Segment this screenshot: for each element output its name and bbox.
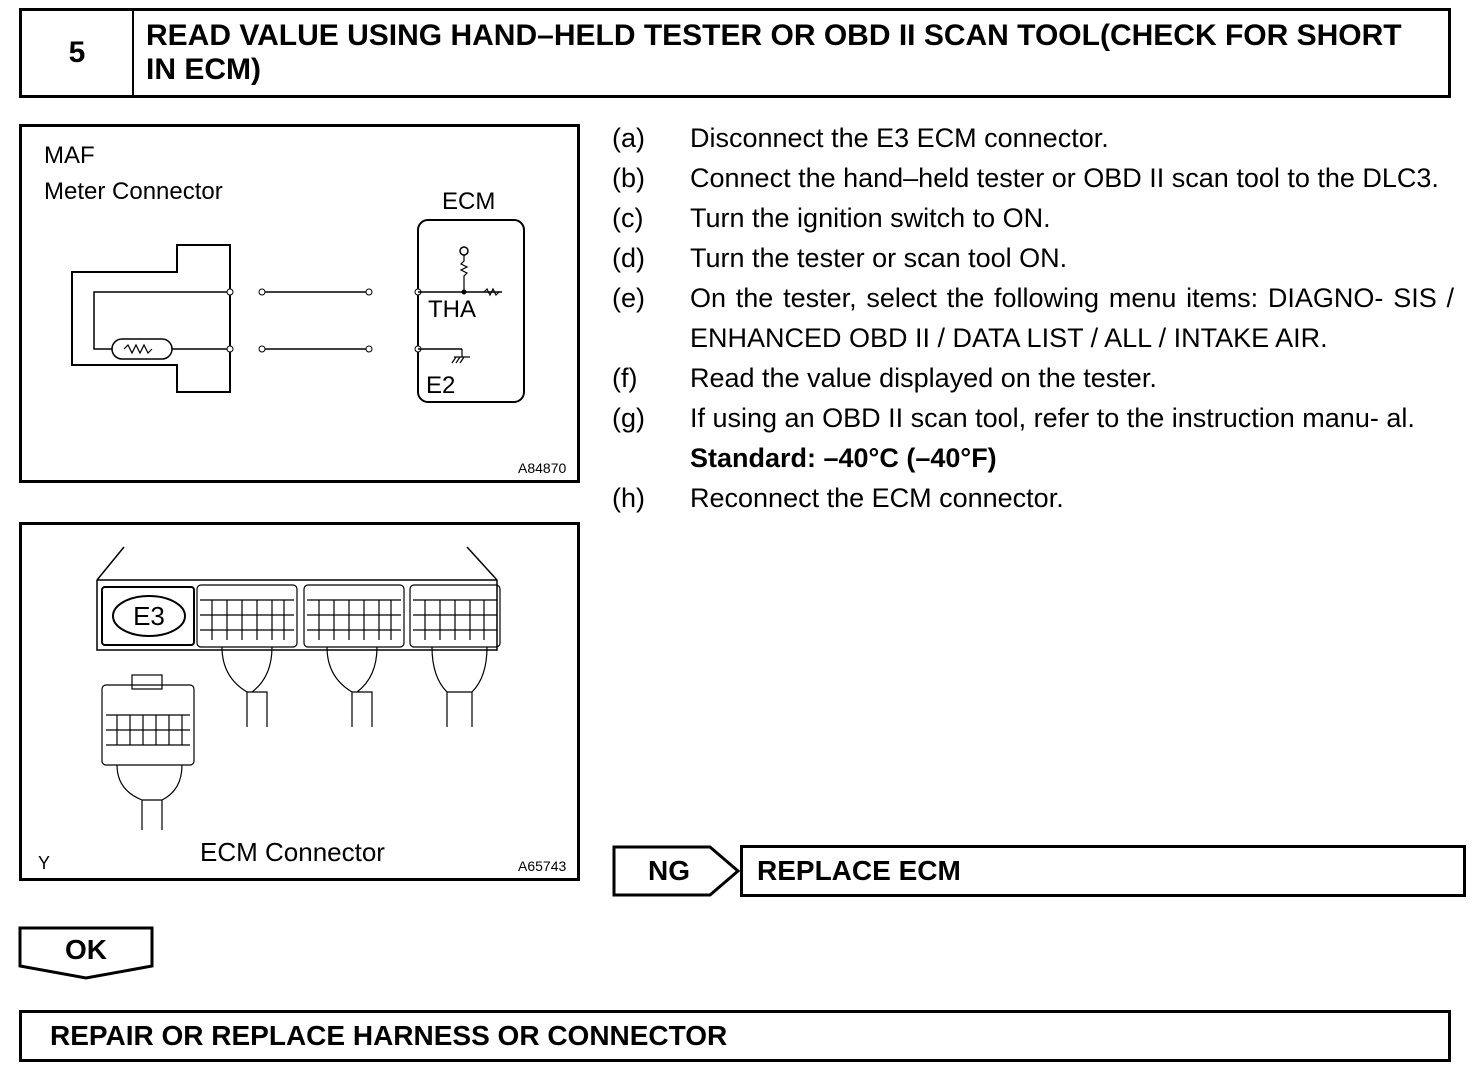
ecm-label: ECM	[442, 188, 495, 215]
step-text: Turn the tester or scan tool ON.	[690, 243, 1068, 273]
step-letter: (c)	[612, 203, 644, 233]
figure-caption: ECM Connector	[200, 837, 385, 867]
ground-icon	[451, 349, 470, 364]
ok-arrow-badge	[18, 926, 154, 980]
step-f: (f) Read the value displayed on the test…	[612, 358, 1454, 398]
step-e: (e) On the tester, select the following …	[612, 278, 1454, 358]
step-text: Turn the ignition switch to ON.	[690, 203, 1051, 233]
step-letter: (g)	[612, 403, 645, 433]
step-letter: (f)	[612, 363, 638, 393]
tha-label: THA	[428, 296, 476, 323]
maf-connector-outline	[71, 244, 231, 393]
ok-label: OK	[65, 934, 107, 965]
ecm-connector-graphic: E3 Y ECM Connector A65743	[38, 546, 566, 874]
ng-result-box: REPLACE ECM	[740, 845, 1466, 897]
final-action-box: REPAIR OR REPLACE HARNESS OR CONNECTOR	[19, 1010, 1451, 1062]
step-d: (d) Turn the tester or scan tool ON.	[612, 238, 1454, 278]
ng-result-text: REPLACE ECM	[757, 855, 961, 886]
wiring-diagram-graphic: MAF Meter Connector ECM THA E2 A848	[44, 142, 566, 476]
step-text: Connect the hand–held tester or OBD II s…	[690, 163, 1439, 193]
ecm-box	[417, 219, 525, 403]
step-text: Read the value displayed on the tester.	[690, 363, 1157, 393]
step-a: (a) Disconnect the E3 ECM connector.	[612, 118, 1454, 158]
supply-terminal-icon	[459, 246, 469, 256]
step-c: (c) Turn the ignition switch to ON.	[612, 198, 1454, 238]
figure-code: A65743	[518, 858, 566, 874]
standard-value: Standard: –40°C (–40°F)	[690, 443, 997, 473]
step-letter: (a)	[612, 123, 645, 153]
final-action-text: REPAIR OR REPLACE HARNESS OR CONNECTOR	[50, 1020, 728, 1051]
step-letter: (d)	[612, 243, 645, 273]
step-text: On the tester, select the following menu…	[690, 283, 1454, 353]
meter-connector-label: Meter Connector	[44, 178, 223, 205]
maf-wiring-diagram: MAF Meter Connector ECM THA E2 A848	[19, 124, 580, 483]
e3-loose-connector	[101, 674, 195, 830]
step-b: (b) Connect the hand–held tester or OBD …	[612, 158, 1454, 198]
step-header: 5 READ VALUE USING HAND–HELD TESTER OR O…	[19, 8, 1451, 98]
step-number: 5	[22, 11, 134, 95]
figure-code: A84870	[518, 460, 566, 476]
step-letter: (e)	[612, 283, 645, 313]
step-letter: (b)	[612, 163, 645, 193]
e3-label: E3	[133, 601, 165, 631]
e2-label: E2	[426, 372, 455, 399]
step-h: (h) Reconnect the ECM connector.	[612, 478, 1454, 518]
maf-label: MAF	[44, 142, 95, 169]
ng-arrow-badge	[612, 845, 741, 897]
ecm-connector-figure: E3 Y ECM Connector A65743	[19, 522, 580, 881]
ng-label: NG	[648, 855, 690, 886]
ecm-sockets	[196, 584, 501, 727]
step-title: READ VALUE USING HAND–HELD TESTER OR OBD…	[146, 19, 1402, 86]
step-g: (g) If using an OBD II scan tool, refer …	[612, 398, 1454, 438]
corner-mark: Y	[38, 853, 50, 873]
step-text: Disconnect the E3 ECM connector.	[690, 123, 1109, 153]
step-letter: (h)	[612, 483, 645, 513]
e3-badge	[112, 595, 186, 637]
ecm-body-outline	[96, 546, 498, 651]
procedure-steps: (a) Disconnect the E3 ECM connector. (b)…	[612, 118, 1454, 518]
step-text: If using an OBD II scan tool, refer to t…	[690, 403, 1415, 433]
step-text: Reconnect the ECM connector.	[690, 483, 1064, 513]
